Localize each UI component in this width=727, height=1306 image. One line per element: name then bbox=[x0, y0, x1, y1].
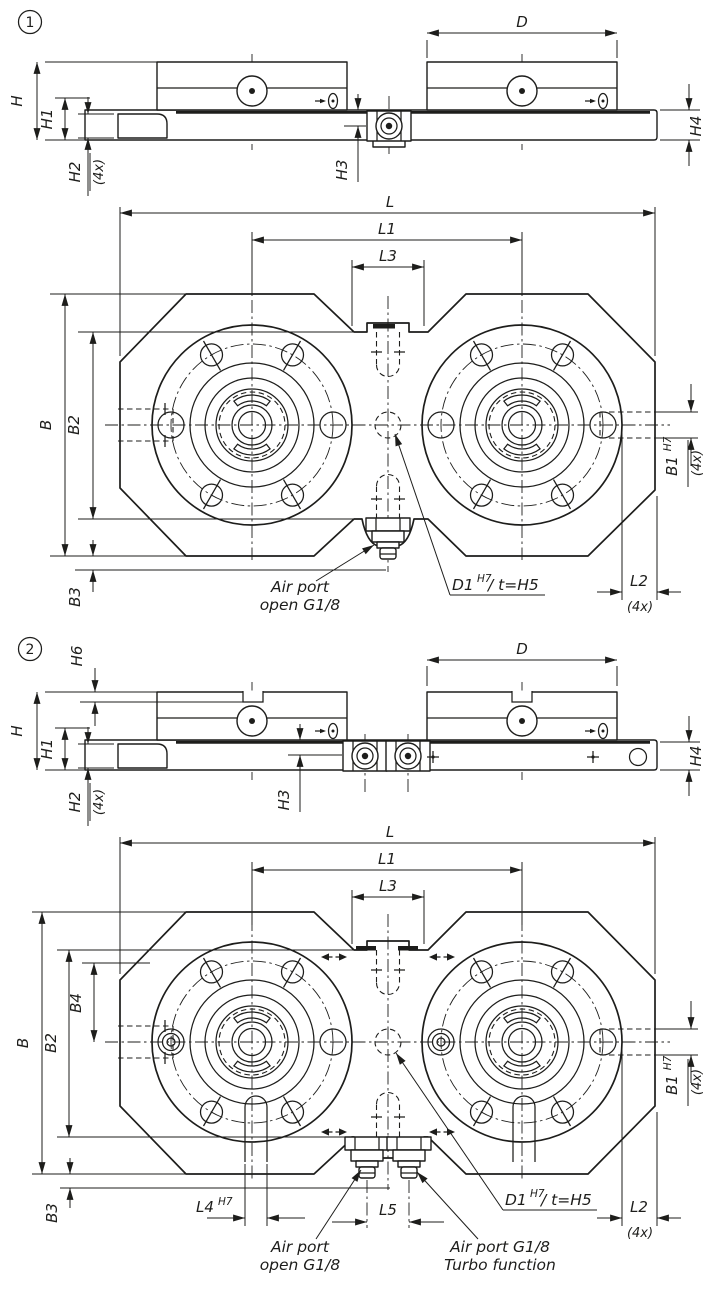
dim-b3: B3 bbox=[66, 587, 84, 607]
view1-badge-number: 1 bbox=[26, 15, 35, 31]
pallet-section-hatched bbox=[117, 113, 168, 139]
view2-badge-circle bbox=[17, 636, 43, 662]
dim-l2-qty: (4x) bbox=[627, 1226, 653, 1241]
dim-l3: L3 bbox=[379, 247, 397, 265]
dim-h3: H3 bbox=[275, 790, 293, 811]
dim-l: L bbox=[386, 823, 394, 841]
dim-h6: H6 bbox=[68, 646, 86, 667]
turbo-slot-left bbox=[244, 1095, 268, 1162]
dim-l2: L2 bbox=[630, 1198, 648, 1216]
plate-outline-2 bbox=[119, 911, 656, 1175]
view2-plan: L L1 L3 B B2 B4 B3 L2 (4x) B1 H7 (4x) L4… bbox=[14, 823, 705, 1274]
center-bore-d1 bbox=[374, 411, 402, 439]
label-air-open-2: open G1/8 bbox=[260, 596, 341, 614]
pallet-section-hatched-2 bbox=[117, 743, 168, 769]
dim-l4: L4 bbox=[196, 1198, 214, 1216]
dim-b3: B3 bbox=[43, 1203, 61, 1223]
view1-plan: L L1 L3 B B2 B3 L2 (4x) B1 H7 (4x) D1 H7… bbox=[37, 193, 705, 615]
dim-b1: B1 bbox=[663, 1075, 681, 1095]
center-bore-d1 bbox=[374, 1028, 402, 1056]
dim-b1-qty: (4x) bbox=[690, 450, 705, 476]
view1-elevation: 1 H H1 H2 (4x) H3 H4 D bbox=[8, 9, 705, 196]
dim-h2-qty: (4x) bbox=[92, 159, 107, 185]
dim-l1: L1 bbox=[378, 220, 396, 238]
label-air-open-1: Air port bbox=[270, 578, 330, 596]
dim-h2: H2 bbox=[66, 792, 84, 813]
label-d1: D1 bbox=[505, 1191, 527, 1209]
dim-l: L bbox=[386, 193, 394, 211]
dim-h2-qty: (4x) bbox=[92, 789, 107, 815]
label-d1-suffix: / t=H5 bbox=[539, 1191, 592, 1209]
view2-elevation: 2 H6 H H1 H2 (4x) H3 H4 D bbox=[8, 636, 705, 826]
dim-l3: L3 bbox=[379, 877, 397, 895]
plate-outline bbox=[119, 293, 656, 557]
dim-d: D bbox=[516, 13, 528, 31]
port-position-mark bbox=[427, 751, 439, 763]
plug-ring bbox=[431, 1032, 451, 1052]
dim-l1: L1 bbox=[378, 850, 396, 868]
dim-b2: B2 bbox=[42, 1033, 60, 1053]
dim-b1-qty: (4x) bbox=[690, 1069, 705, 1095]
label-air-turbo-2: Turbo function bbox=[444, 1256, 556, 1274]
dim-b: B bbox=[37, 420, 55, 430]
dim-h3: H3 bbox=[333, 160, 351, 181]
dim-b1: B1 bbox=[663, 456, 681, 476]
dim-h1: H1 bbox=[38, 739, 56, 760]
dim-l5: L5 bbox=[379, 1201, 397, 1219]
label-d1-suffix: / t=H5 bbox=[486, 576, 539, 594]
dim-h1: H1 bbox=[38, 109, 56, 130]
label-air-open-1: Air port bbox=[270, 1238, 330, 1256]
label-air-turbo-1: Air port G1/8 bbox=[449, 1238, 550, 1256]
mounting-hole-side bbox=[628, 747, 648, 767]
dim-b1-tol: H7 bbox=[662, 1055, 674, 1070]
dim-h: H bbox=[8, 725, 26, 736]
dim-h2: H2 bbox=[66, 162, 84, 183]
dim-h4: H4 bbox=[687, 116, 705, 137]
view2-badge-number: 2 bbox=[26, 642, 35, 658]
dim-b: B bbox=[14, 1038, 32, 1048]
turbo-slot-right bbox=[512, 1095, 536, 1162]
dim-h4: H4 bbox=[687, 746, 705, 767]
label-d1-tol: H7 bbox=[530, 1188, 545, 1200]
dim-d: D bbox=[516, 640, 528, 658]
view1-badge-circle bbox=[17, 9, 43, 35]
dim-b2: B2 bbox=[65, 415, 83, 435]
label-air-open-2: open G1/8 bbox=[260, 1256, 341, 1274]
dim-h: H bbox=[8, 95, 26, 106]
dim-l4-tol: H7 bbox=[218, 1196, 233, 1208]
dim-l2: L2 bbox=[630, 572, 648, 590]
label-d1-tol: H7 bbox=[477, 573, 492, 585]
plug-ring bbox=[161, 1032, 181, 1052]
dim-b1-tol: H7 bbox=[662, 436, 674, 451]
dim-b4: B4 bbox=[67, 993, 85, 1013]
label-d1: D1 bbox=[452, 576, 474, 594]
port-position-mark bbox=[587, 751, 599, 763]
dim-l2-qty: (4x) bbox=[627, 600, 653, 615]
